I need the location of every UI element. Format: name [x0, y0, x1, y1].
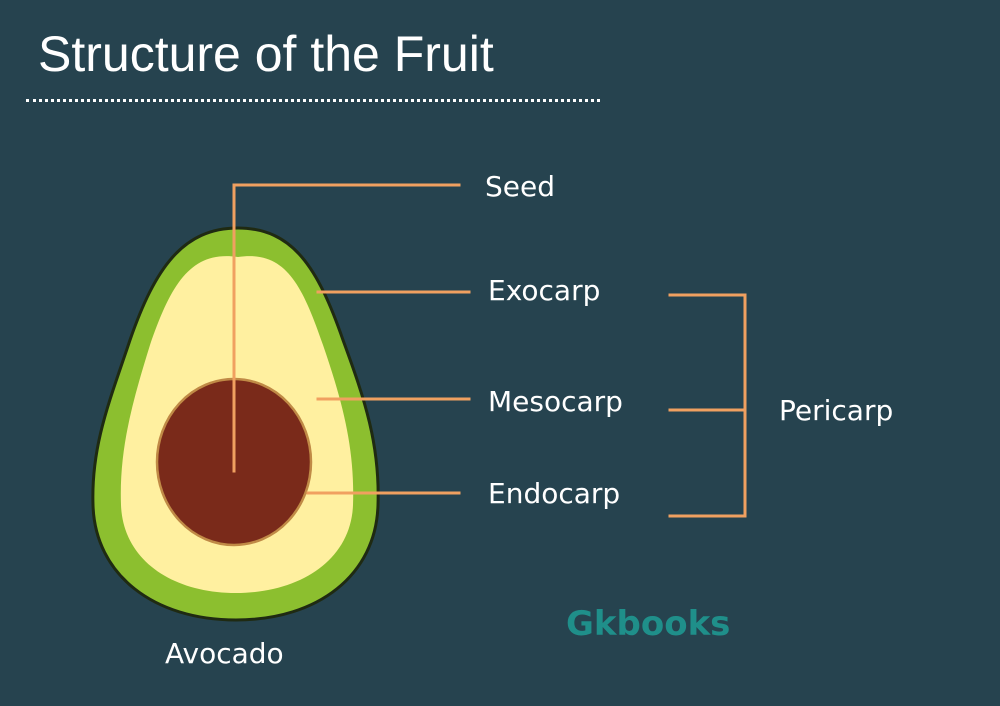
title-dotted-divider: [26, 99, 600, 102]
watermark-logo-text: Gkbooks: [566, 604, 731, 644]
avocado-caption: Avocado: [165, 637, 284, 670]
page-title: Structure of the Fruit: [38, 26, 494, 82]
pericarp-label: Pericarp: [779, 394, 894, 427]
seed-leader-line: [232, 183, 461, 473]
endocarp-label: Endocarp: [488, 477, 621, 510]
mesocarp-label: Mesocarp: [488, 385, 623, 418]
seed-label: Seed: [485, 170, 555, 203]
exocarp-label: Exocarp: [488, 274, 601, 307]
